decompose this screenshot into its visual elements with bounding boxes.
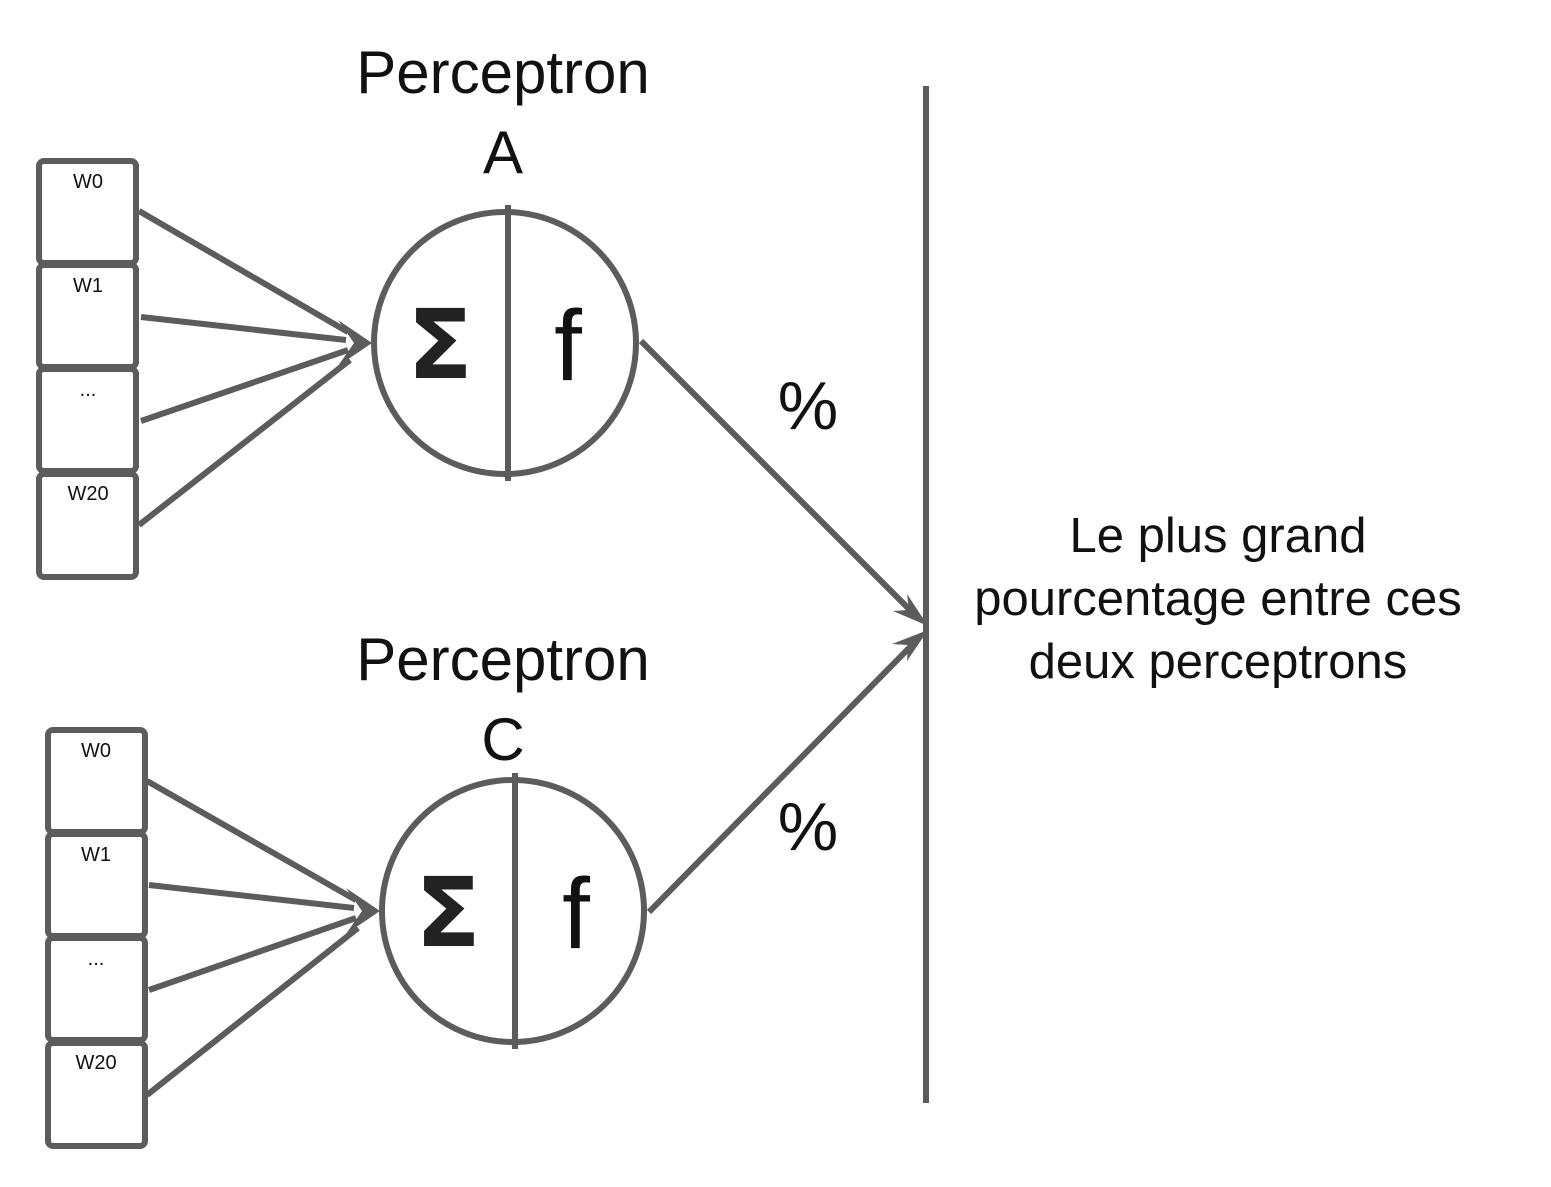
arrowhead-c-input bbox=[346, 888, 380, 934]
sum-symbol-a: Σ bbox=[407, 289, 473, 401]
activation-symbol-c: f bbox=[562, 858, 590, 970]
output-arrowhead-c bbox=[892, 630, 928, 661]
perceptron-c: Perceptron C W0 W1 ... W20 Σ f % bbox=[45, 626, 928, 1149]
edge-a-w0 bbox=[137, 208, 350, 335]
perceptron-c-weights: W0 W1 ... W20 bbox=[45, 727, 148, 1149]
output-edge-a bbox=[638, 338, 915, 615]
sum-symbol-c: Σ bbox=[415, 857, 481, 969]
edge-a-w20 bbox=[137, 357, 352, 528]
output-percent-c: % bbox=[778, 789, 838, 865]
output-edge-c bbox=[646, 642, 915, 915]
result-line-1: Le plus grand bbox=[1070, 509, 1367, 563]
result-line-2: pourcentage entre ces bbox=[974, 572, 1462, 626]
perceptron-a-node: Σ f bbox=[371, 205, 639, 481]
perceptron-c-input-edges bbox=[145, 778, 380, 1098]
perceptron-a-weights: W0 W1 ... W20 bbox=[36, 158, 139, 580]
weight-label-c-w0: W0 bbox=[81, 740, 111, 762]
weight-box-a-w20 bbox=[36, 471, 139, 580]
perceptron-c-title-line2: C bbox=[481, 706, 524, 773]
result-text: Le plus grand pourcentage entre ces deux… bbox=[974, 509, 1462, 689]
perceptron-c-title-line1: Perceptron bbox=[356, 626, 650, 693]
edge-c-w20 bbox=[145, 925, 360, 1098]
weight-label-a-ellipsis: ... bbox=[80, 379, 97, 401]
perceptron-c-node: Σ f bbox=[379, 773, 647, 1049]
edge-c-w0 bbox=[145, 778, 358, 903]
weight-label-a-w0: W0 bbox=[73, 171, 103, 193]
weight-box-c-w20 bbox=[45, 1040, 148, 1149]
weight-label-c-w20: W20 bbox=[75, 1052, 116, 1074]
output-arrowhead-a bbox=[893, 594, 928, 626]
edge-c-ellipsis bbox=[148, 915, 357, 993]
perceptron-a: Perceptron A W0 W1 ... W20 Σ f % bbox=[36, 39, 928, 626]
weight-label-c-ellipsis: ... bbox=[88, 948, 105, 970]
perceptron-a-title-line2: A bbox=[483, 119, 523, 186]
result-line-3: deux perceptrons bbox=[1029, 635, 1408, 689]
edge-a-w1 bbox=[140, 314, 347, 343]
edge-c-w1 bbox=[148, 882, 355, 911]
arrowhead-a-input bbox=[338, 320, 372, 366]
perceptron-a-input-edges bbox=[137, 208, 372, 528]
weight-label-a-w1: W1 bbox=[73, 275, 103, 297]
perceptron-a-title-line1: Perceptron bbox=[356, 39, 650, 106]
output-percent-a: % bbox=[778, 368, 838, 444]
edge-a-ellipsis bbox=[140, 347, 349, 424]
weight-label-c-w1: W1 bbox=[81, 844, 111, 866]
weight-label-a-w20: W20 bbox=[67, 483, 108, 505]
activation-symbol-a: f bbox=[554, 290, 582, 402]
